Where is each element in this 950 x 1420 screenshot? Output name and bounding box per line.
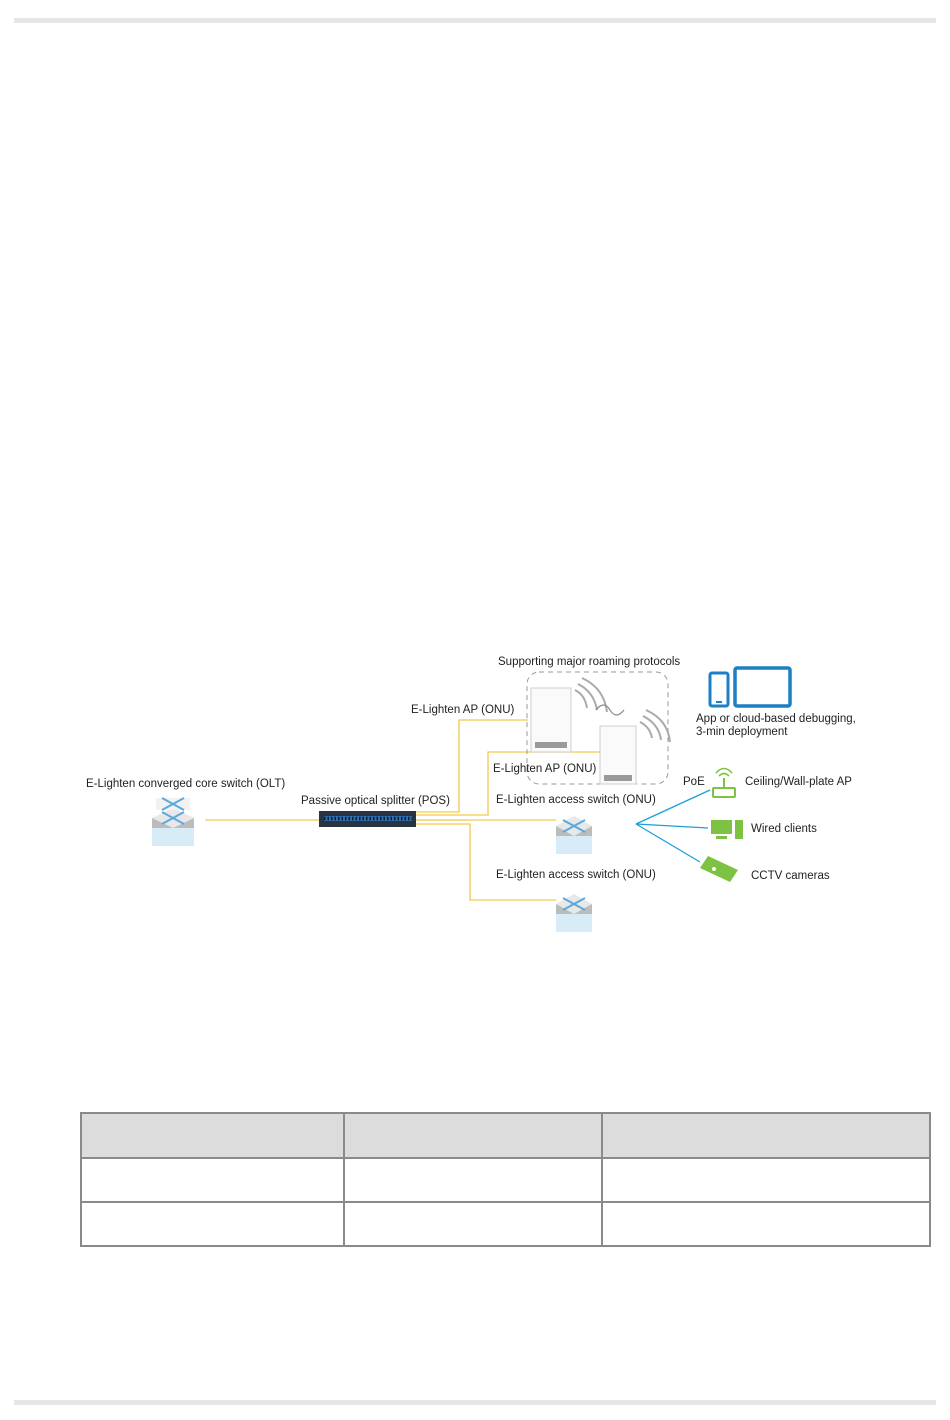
pos-label: Passive optical splitter (POS) xyxy=(301,795,450,807)
roaming-title: Supporting major roaming protocols xyxy=(498,656,680,668)
table-header-row xyxy=(80,1112,931,1159)
wired-clients-label: Wired clients xyxy=(751,823,817,835)
table-cell xyxy=(601,1157,931,1203)
app-debugging-text-line1: App or cloud-based debugging, xyxy=(696,713,856,725)
ap-onu-device-1 xyxy=(530,677,608,753)
poe-label: PoE xyxy=(683,776,705,788)
table-cell xyxy=(343,1157,603,1203)
optical-splitter-device xyxy=(319,811,416,827)
table-header-cell xyxy=(80,1112,345,1159)
phone-icon xyxy=(708,671,730,708)
roaming-group-box xyxy=(526,671,669,785)
ethernet-links xyxy=(635,789,711,863)
specification-table xyxy=(80,1112,931,1247)
table-cell xyxy=(80,1201,345,1247)
app-debugging-text-line2: 3-min deployment xyxy=(696,726,788,738)
network-topology-diagram: Supporting major roaming protocols E-Lig… xyxy=(86,656,856,932)
roaming-link-icon xyxy=(595,704,625,716)
desktop-computer-icon xyxy=(711,820,743,839)
table-header-cell xyxy=(343,1112,603,1159)
table-cell xyxy=(343,1201,603,1247)
ceiling-ap-label: Ceiling/Wall-plate AP xyxy=(745,776,852,788)
olt-label: E-Lighten converged core switch (OLT) xyxy=(86,778,285,790)
table-header-cell xyxy=(601,1112,931,1159)
cctv-label: CCTV cameras xyxy=(751,870,830,882)
bottom-rule xyxy=(14,1400,936,1405)
table-cell xyxy=(601,1201,931,1247)
tablet-icon xyxy=(733,666,792,708)
ap-onu-device-2 xyxy=(599,709,671,785)
access-switch-icon-1 xyxy=(556,816,592,854)
ap-onu-label-top: E-Lighten AP (ONU) xyxy=(411,704,515,716)
ap-onu-label-mid: E-Lighten AP (ONU) xyxy=(493,763,597,775)
access-switch-icon-2 xyxy=(556,894,592,932)
top-rule xyxy=(14,18,936,23)
access-switch-label-2: E-Lighten access switch (ONU) xyxy=(496,869,656,881)
table-row xyxy=(80,1157,931,1203)
core-switch-icon xyxy=(152,797,194,846)
ceiling-ap-icon xyxy=(712,767,736,798)
access-switch-label-1: E-Lighten access switch (ONU) xyxy=(496,794,656,806)
table-row xyxy=(80,1201,931,1247)
cctv-camera-icon xyxy=(700,856,738,882)
table-cell xyxy=(80,1157,345,1203)
